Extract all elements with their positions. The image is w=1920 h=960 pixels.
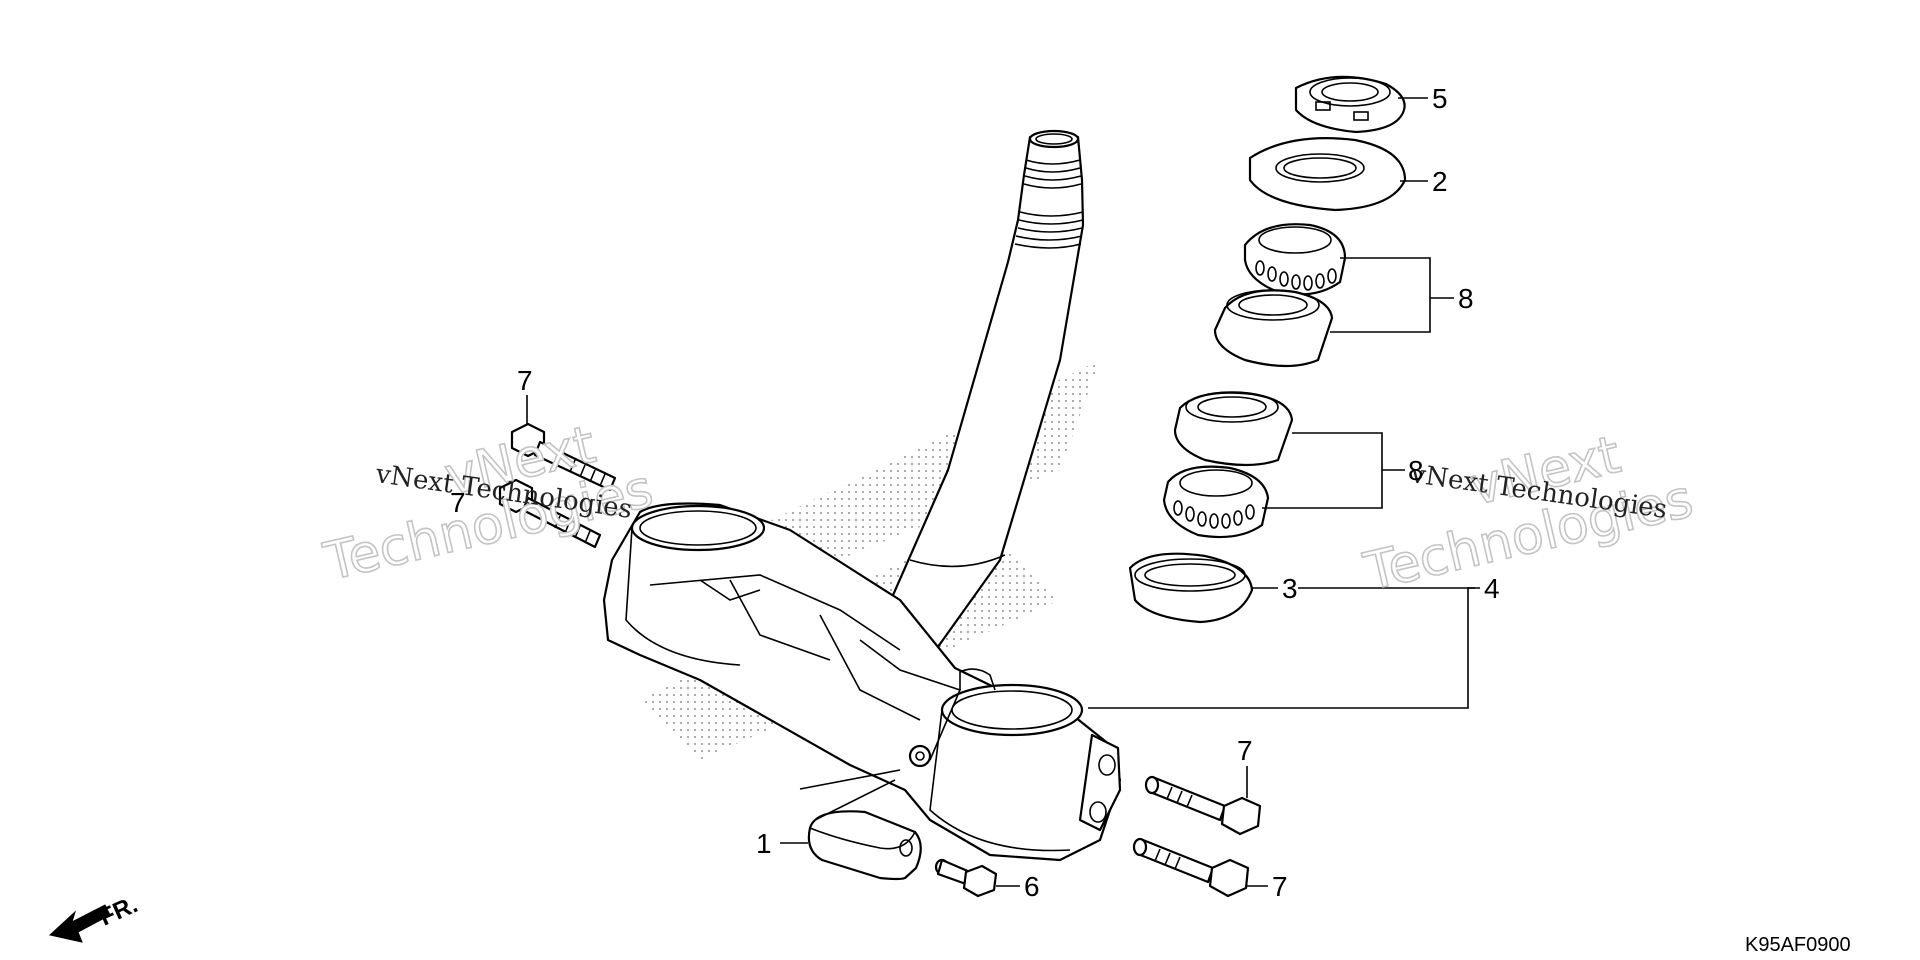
callout-5[interactable]: 5 [1432, 83, 1448, 114]
part-7-bolt-lower-a[interactable] [1144, 775, 1262, 836]
callout-4[interactable]: 4 [1484, 573, 1500, 604]
diagram-code: K95AF0900 [1745, 934, 1851, 956]
part-6-small-bolt[interactable] [934, 858, 998, 898]
callout-7-lower-b[interactable]: 7 [1272, 871, 1288, 902]
callout-2[interactable]: 2 [1432, 166, 1448, 197]
callout-8-lower[interactable]: 8 [1408, 455, 1424, 486]
part-8-upper-race[interactable] [1213, 289, 1334, 368]
callout-6[interactable]: 6 [1024, 871, 1040, 902]
part-7-bolt-upper-a[interactable] [510, 422, 617, 492]
part-7-bolt-lower-b[interactable] [1132, 837, 1250, 898]
callout-8-upper[interactable]: 8 [1458, 283, 1474, 314]
part-2-dust-seal[interactable] [1248, 137, 1407, 212]
part-8-upper-bearing[interactable] [1243, 223, 1347, 296]
watermark-right: vNext Technologies vNext Technologies [1358, 424, 1700, 603]
part-7-bolt-upper-b[interactable] [498, 478, 602, 549]
leader-lines [526, 97, 1480, 887]
part-5-stem-nut[interactable] [1294, 75, 1406, 134]
steering-stem-assembly[interactable] [602, 129, 1122, 862]
watermark-left: vNext Technologies vNext Technologies [318, 414, 660, 593]
front-arrow-icon [48, 904, 111, 943]
callout-1[interactable]: 1 [756, 828, 772, 859]
callout-7-lower-a[interactable]: 7 [1237, 735, 1253, 766]
callout-7-upper-a[interactable]: 7 [517, 365, 533, 396]
callout-3[interactable]: 3 [1282, 573, 1298, 604]
front-label: FR. [95, 891, 141, 931]
part-8-lower-race[interactable] [1173, 391, 1294, 467]
part-1-clamp-collar[interactable] [807, 779, 922, 881]
callout-7-upper-b[interactable]: 7 [450, 487, 466, 518]
front-direction-indicator: FR. [48, 891, 142, 943]
callout-labels: 5 2 8 8 3 4 1 6 7 7 7 7 [450, 83, 1500, 902]
part-3-lower-seal[interactable] [1128, 552, 1254, 624]
part-8-lower-bearing[interactable] [1162, 465, 1270, 539]
